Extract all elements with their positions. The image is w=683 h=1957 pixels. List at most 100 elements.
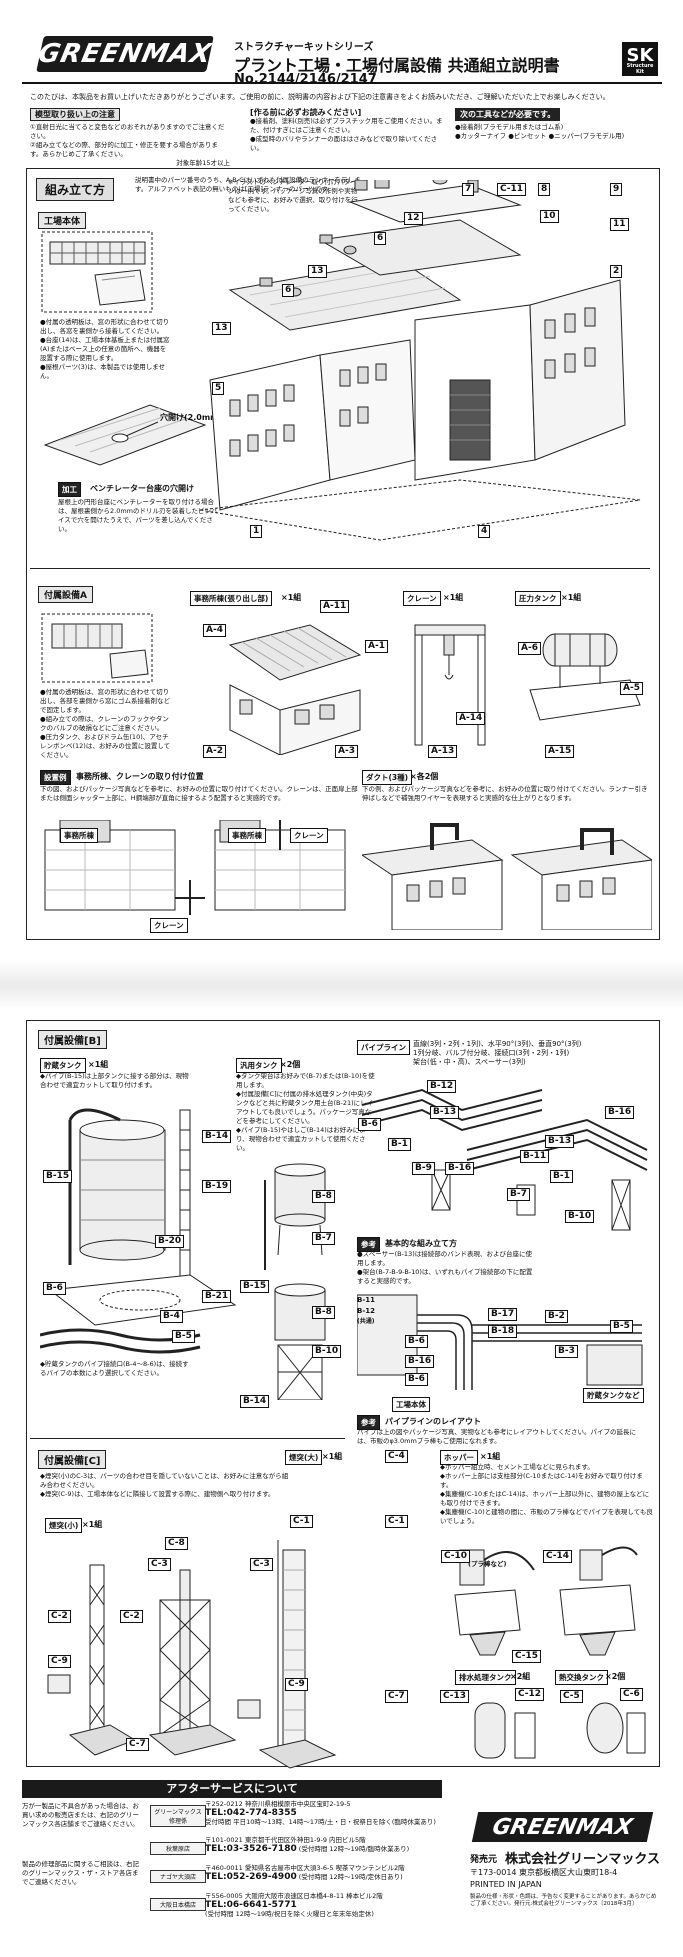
shop-hours: (受付時間 12時～19時/定休日あり) [298,1873,403,1881]
part-label: C-9 [285,1678,308,1691]
company-name: 株式会社グリーンマックス [505,1852,660,1867]
part-label: B-2 [545,1310,568,1323]
assembly-title: 組み立て方 [36,178,115,201]
shop-info: 〒101-0021 東京都千代田区外神田1-9-9 内田ビル5階 TEL:03-… [205,1836,465,1854]
part-label: B-10 [565,1210,595,1223]
part-label: B-8 [312,1190,335,1203]
handling-line: ①直射日光に当てると変色などのおそれがありますのでご注意ください。 [30,123,225,140]
page-title: プラント工場・工場付属設備 共通組立説明書 [234,56,560,75]
part-label: B-9 [412,1162,435,1175]
large-chimney-label: 煙突(大) [285,1450,323,1465]
pipeline-layout-text: パイプは上の図やパッケージ写真、実物なども参考にレイアウトしてください。パイプの… [357,1428,636,1445]
storage-tank-quantity: ×1組 [88,1060,109,1069]
shop-tel[interactable]: TEL:052-269-4900 [205,1872,297,1882]
shop-tel[interactable]: TEL:06-6641-5771 [205,1900,297,1910]
shop-tel[interactable]: TEL:03-3526-7180 [205,1844,297,1854]
part-label: B-11 [357,1296,375,1304]
office-building-label: 事務所棟(張り出し部) [190,591,273,606]
part-label: B-16 [405,1355,435,1368]
equipment-a-note: ●組み立ての際は、クレーンのフックやタンクのバルブの破損などにご注意ください。 [40,715,169,732]
part-label: A-3 [335,745,358,758]
caution-title: [作る前に必ずお読みください] [250,108,362,117]
part-label: B-19 [202,1180,232,1193]
hopper-note: ◆集塵機(C-10またはC-14)は、ホッパー上部以外に、建物の屋上などにも取り… [440,1490,650,1507]
duct-text: 下の例、およびパッケージ写真などを参考に、お好みの位置に取り付けてください。ラン… [362,785,648,802]
hopper-illustration [454,1546,638,1656]
part-label: A-11 [320,600,350,613]
shop-name: 大阪日本橋店 [150,1898,206,1911]
office-building-illustration [228,624,362,755]
pipeline-illustration [361,1088,648,1231]
series-name: ストラクチャーキットシリーズ [234,42,374,53]
duct-label: ダクト(3種) [362,770,413,785]
after-service-text: 万が一製品に不具合があった場合は、お買い求めの販売店または、右記のグリーンマック… [22,1802,139,1828]
large-chimney-quantity: ×1組 [322,1452,343,1461]
general-tank-label: 汎用タンク [236,1058,282,1073]
part-label: 6 [282,284,295,297]
part-label: A-6 [518,642,541,655]
part-label: C-6 [620,1688,643,1701]
office-quantity: ×1組 [281,593,302,602]
copyright-note: 製品の仕様・形状・色調は、予告なく変更することがあります。あらかじめご了承くださ… [470,1894,657,1907]
hopper-note: ◆ホッパー組立時、セメント工場などに見られます。 [440,1463,594,1471]
part-label: C-15 [512,1650,542,1663]
crane-label: クレーン [403,591,441,606]
storage-tank-bottom-note: ◆貯蔵タンクのパイプ接続口(B-4～8-6)は、接続するパイプの本数により選択し… [40,1360,189,1377]
funnel-note: (プラ棒など) [468,1560,507,1568]
assembly-description: 説明書中のパーツ番号のうち、A-B-Cはいずれも付属設備のランナーを示します。ア… [135,176,361,193]
factory-body-title: 工場本体 [38,212,87,229]
pressure-tank-label: 圧力タンク [515,591,561,606]
part-label: B-11 [520,1150,550,1163]
part-label: B-21 [202,1290,232,1303]
equipment-c-notes: ◆煙突(小)のC-3は、パーツの合わせ目を隠していないことは、お好みに注意ながら… [40,1472,290,1499]
part-label: C-2 [120,1610,143,1623]
shop-hours: 受付時間 平日10時～13時、14時～17時/土・日・祝祭日を除く(臨時休業あり… [205,1818,436,1826]
hole-size-label: 穴開け(2.0mm) [160,413,223,422]
hopper-label: ホッパー [440,1450,478,1465]
equipment-c-title: 付属設備[C] [38,1450,107,1469]
chimneys-illustration [47,1540,337,1769]
equipment-a-note: ●圧力タンク、およびドラム缶(10)、アセチレンボンベ(12)は、お好みの位置に… [40,733,171,759]
part-label: B-12 [427,1080,457,1093]
part-label: B-18 [488,1325,518,1338]
part-label: C-9 [48,1655,71,1668]
shop-address: 〒460-0011 愛知県名古屋市中区大須3-6-5 喫茶マウンテンビル2階 [205,1864,405,1872]
hopper-quantity: ×1組 [480,1452,501,1461]
factory-body-label: 工場本体 [392,1397,430,1412]
part-label: A-15 [545,745,575,758]
shop-info: 〒252-0212 神奈川県相模原市中央区宝町2-19-5 TEL:042-77… [205,1800,465,1827]
header: GREENMAX ストラクチャーキットシリーズ プラント工場・工場付属設備 共通… [22,12,662,87]
tools-line: ●カッターナイフ ●ピンセット ●ニッパー(プラモデル用) [455,132,625,140]
footer-brand-logo: GREENMAX [471,1812,654,1842]
part-label: B-5 [172,1330,195,1343]
part-label: C-7 [126,1738,149,1751]
pressure-tank-illustration [529,633,641,721]
small-chimney-quantity: ×1組 [82,1520,103,1529]
general-tank-quantity: ×2個 [280,1060,301,1069]
install-example-subtitle: 事務所棟、クレーンの取り付け位置 [76,772,204,781]
part-label: C-8 [165,1537,188,1550]
small-chimney-label: 煙突(小) [45,1518,83,1533]
duct-quantity: ×各2個 [410,772,439,781]
office-tag: 事務所棟 [228,828,266,843]
hopper-note: ◆ホッパー上部には支柱部分(C-10またはC-14)をお好みで取り付けます。 [440,1472,643,1489]
part-label: B-16 [605,1106,635,1119]
part-label: C-14 [543,1550,573,1563]
part-label: B-17 [488,1308,518,1321]
page-gap [0,960,683,1010]
reference-title: 基本的な組み立て方 [385,1239,457,1248]
after-service-text-parts: 製品の修理部品に関するご相談は、右記のグリーンマックス・ザ・ストア各店までご連絡… [22,1860,139,1886]
badge-subtext: Structure Kit [626,63,654,75]
part-label: B-4 [160,1310,183,1323]
part-label: B-6 [405,1335,428,1348]
equipment-a-notes: ●付属の透明板は、窓の形状に合わせて切り出し、各部を裏側から窓にゴム系接着剤など… [40,688,175,760]
structure-kit-badge: SK Structure Kit [622,42,658,76]
part-label: B-7 [312,1232,335,1245]
processing-tag: 加工 [58,482,81,497]
storage-tank-note: ◆パイプ(B-15)は上部タンクに接する部分は、現物合わせで適宜カットして取り付… [40,1072,189,1089]
ventilator-text: 屋根上の円形台座にベンチレーターを取り付ける場合は、屋根裏側から2.0mmのドリ… [58,498,218,533]
part-label: A-2 [203,745,226,758]
install-example-tag: 設置例 [40,770,71,785]
part-label: B-10 [312,1345,342,1358]
shop-tel[interactable]: TEL:042-774-8355 [205,1808,297,1818]
